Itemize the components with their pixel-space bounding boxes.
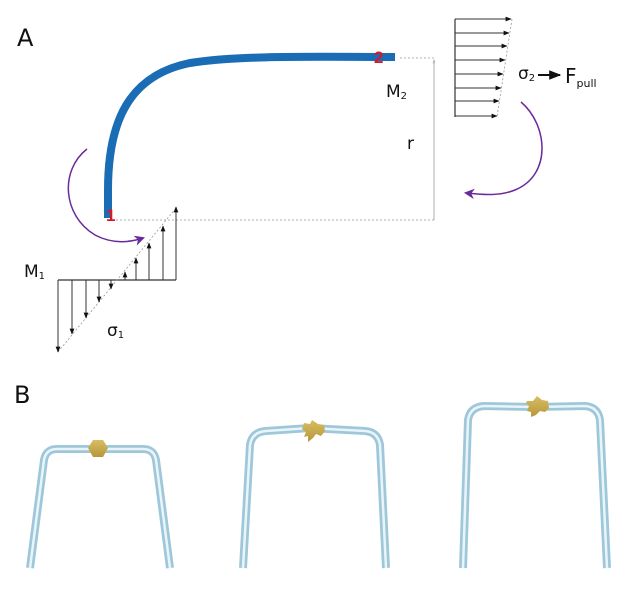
moment-2-label: M2 <box>386 82 407 102</box>
moment-2-arrow <box>463 101 543 200</box>
force-label: Fpull <box>565 64 597 90</box>
fiber-staple <box>239 424 390 569</box>
point-1-marker: 1 <box>106 206 115 225</box>
point-2-marker: 2 <box>374 48 383 67</box>
fiber-staple <box>459 402 611 569</box>
bead-crumpled <box>526 396 549 417</box>
fiber-stage-pulled <box>459 396 611 569</box>
bead-crumpled <box>302 420 325 442</box>
curved-beam <box>104 52 396 218</box>
moment-1-arrow <box>67 148 145 246</box>
fiber-staple <box>26 445 174 569</box>
stress-1-label: σ1 <box>107 321 124 341</box>
stress-distribution-2 <box>454 16 513 119</box>
panel-a: A 1 2 r M2 σ2 Fpull <box>17 16 597 353</box>
panel-b-label: B <box>14 381 30 409</box>
radius-label: r <box>407 134 414 154</box>
panel-b: B <box>14 381 611 569</box>
fiber-stage-deformed <box>239 420 390 569</box>
fiber-stage-initial <box>26 440 174 569</box>
stress-2-label: σ2 <box>518 64 535 84</box>
radius-guide <box>116 57 435 221</box>
bead-hexagon <box>88 440 108 457</box>
moment-1-label: M1 <box>24 262 45 282</box>
stress-distribution-1 <box>55 206 179 353</box>
panel-a-label: A <box>17 24 34 52</box>
